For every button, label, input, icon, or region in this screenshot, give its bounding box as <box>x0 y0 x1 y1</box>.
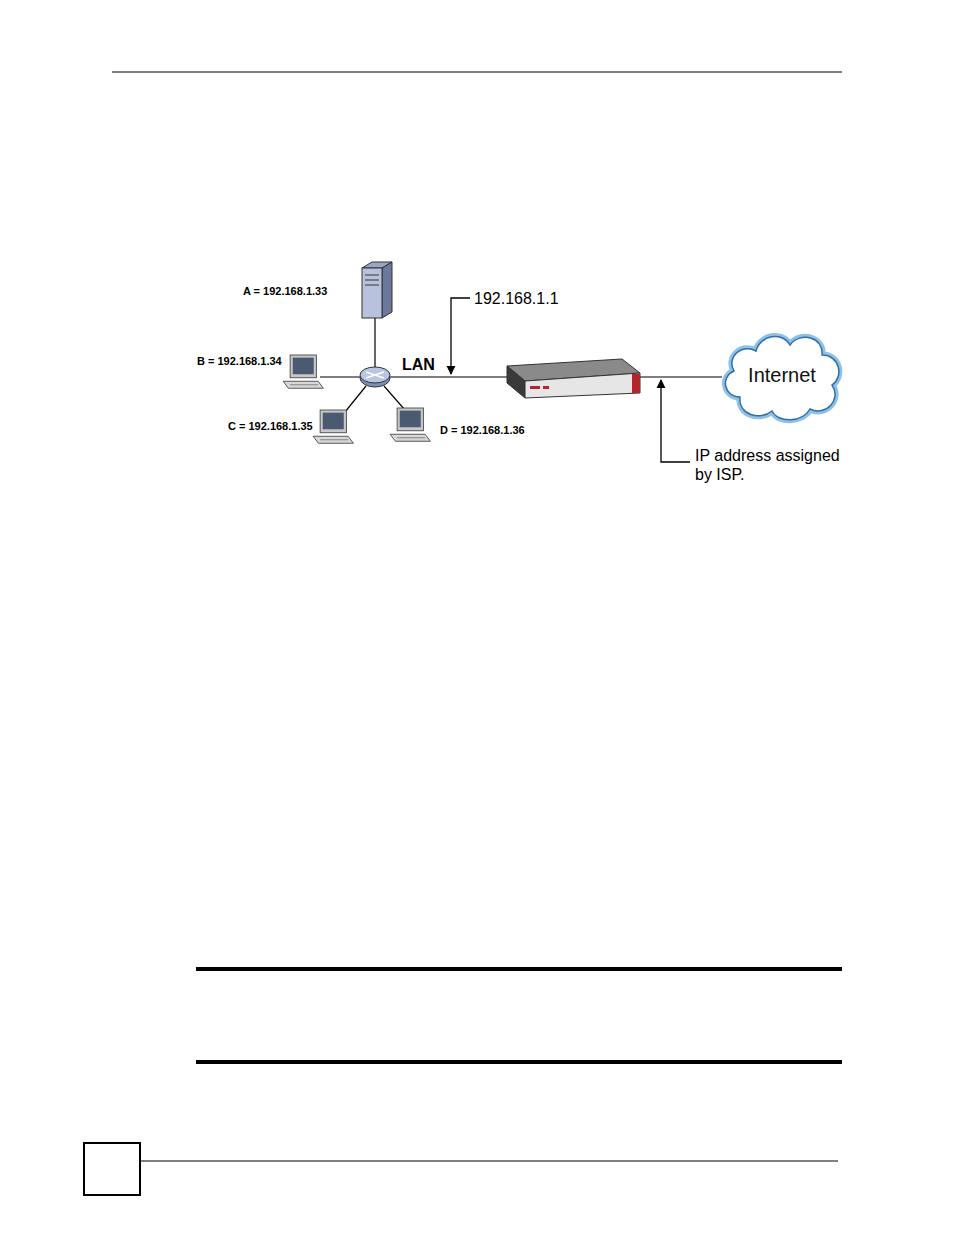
host-address: B = 192.168.1.34 <box>197 355 282 368</box>
server-icon <box>362 262 392 318</box>
note-rule <box>196 967 842 971</box>
cloud-node: Internet <box>718 325 846 425</box>
leader-line <box>661 380 690 462</box>
computer-icon <box>283 355 323 388</box>
leader-line <box>451 298 470 374</box>
lan-wires <box>320 318 722 412</box>
cloud-label: Internet <box>748 364 816 387</box>
gateway-address: 192.168.1.1 <box>474 289 559 308</box>
computer-icon <box>313 410 353 443</box>
host-address: A = 192.168.1.33 <box>243 285 327 298</box>
host-address: D = 192.168.1.36 <box>440 424 525 437</box>
wan-note: IP address assigned by ISP. <box>695 446 845 484</box>
page-number-box <box>84 1143 140 1195</box>
hub-symbol <box>360 367 390 387</box>
header-rule <box>112 72 842 73</box>
host-address: C = 192.168.1.35 <box>228 420 313 433</box>
footer-rule <box>140 1161 838 1162</box>
router-device <box>507 359 640 398</box>
note-rule <box>196 1060 842 1064</box>
computer-icon <box>390 408 430 441</box>
network-label: LAN <box>402 355 435 374</box>
